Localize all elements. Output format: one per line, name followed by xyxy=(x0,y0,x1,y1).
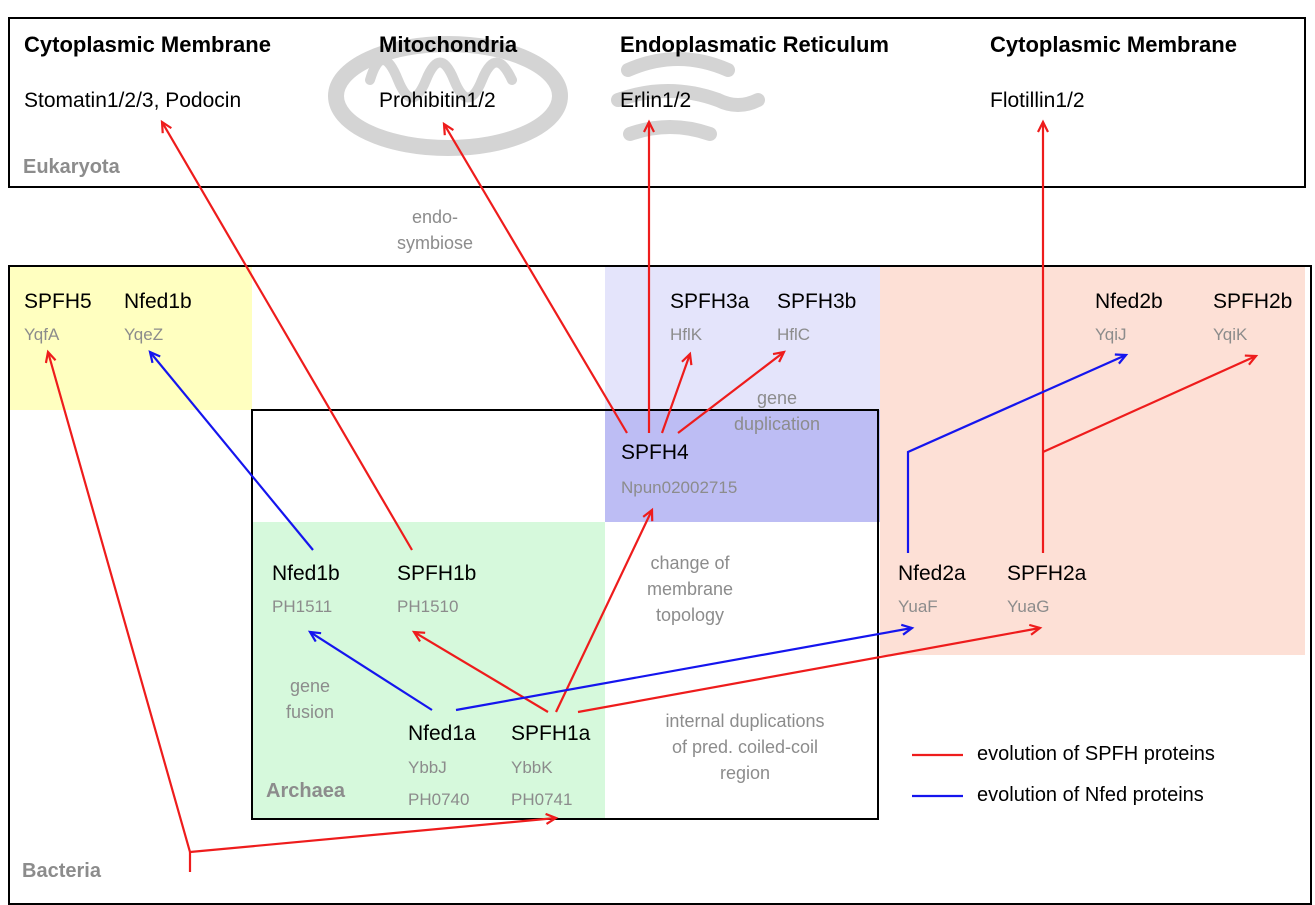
node-spfh2a: SPFH2a xyxy=(1007,562,1087,585)
annotation-change-topology: change of membrane topology xyxy=(620,550,760,628)
archaea-frame xyxy=(251,409,879,820)
edge-nfed1a-nfed1b-archaea xyxy=(307,630,433,711)
archaea-label: Archaea xyxy=(266,780,345,802)
legend-label-spfh: evolution of SPFH proteins xyxy=(977,743,1215,765)
node-spfh1a: SPFH1a xyxy=(511,722,591,745)
eukaryotic-proteins-3: Erlin1/2 xyxy=(620,89,692,112)
edge-spfh1b-stomatin xyxy=(160,119,413,551)
annotation-gene-fusion: gene fusion xyxy=(270,673,350,725)
node-spfh1b: SPFH1b xyxy=(397,562,477,585)
compartment-title-1: Cytoplasmic Membrane xyxy=(24,32,271,57)
bacteria-label: Bacteria xyxy=(22,860,101,882)
annotation-change-topology-line-3: topology xyxy=(655,605,725,625)
edge-spfh1a-spfh4 xyxy=(555,507,654,713)
salmon-region xyxy=(880,267,1305,655)
green-region xyxy=(252,522,605,819)
edge-root-spfh1a xyxy=(189,812,559,854)
eukaryota-label: Eukaryota xyxy=(23,156,120,178)
node-spfh2b-id: YqiK xyxy=(1213,325,1248,344)
edge-spfh4-spfh3a xyxy=(660,351,693,434)
node-spfh3a: SPFH3a xyxy=(670,290,750,313)
annotation-endosymbiose-line-2: symbiose xyxy=(396,233,474,253)
node-spfh1a-id-2: PH0741 xyxy=(511,790,573,809)
node-nfed1b-bacteria: Nfed1b xyxy=(124,290,192,313)
blue-region-dark xyxy=(605,410,880,522)
compartment-title-4: Cytoplasmic Membrane xyxy=(990,32,1237,57)
annotation-endosymbiose-line-1: endo- xyxy=(411,207,459,227)
node-spfh5: SPFH5 xyxy=(24,290,92,313)
node-spfh5-id: YqfA xyxy=(24,325,60,344)
node-spfh3b: SPFH3b xyxy=(777,290,857,313)
annotation-gene-duplication-line-1: gene xyxy=(756,388,798,408)
legend-label-nfed: evolution of Nfed proteins xyxy=(977,784,1204,806)
blue-region-light xyxy=(605,267,880,410)
node-nfed1a-id-2: PH0740 xyxy=(408,790,470,809)
annotation-change-topology-line-2: membrane xyxy=(646,579,734,599)
annotation-gene-duplication: gene duplication xyxy=(712,385,842,437)
annotation-internal-duplications: internal duplications of pred. coiled-co… xyxy=(630,708,860,786)
node-nfed2b: Nfed2b xyxy=(1095,290,1163,313)
annotation-gene-fusion-line-2: fusion xyxy=(285,702,335,722)
edge-spfh2a-spfh2b xyxy=(1042,354,1259,454)
node-spfh3b-id: HflC xyxy=(777,325,811,344)
edge-root-spfh5 xyxy=(44,349,192,854)
node-spfh4-id: Npun02002715 xyxy=(621,478,738,497)
eukaryotic-proteins-4: Flotillin1/2 xyxy=(990,89,1085,112)
node-spfh1b-id: PH1510 xyxy=(397,597,459,616)
edge-spfh4-spfh3b xyxy=(677,350,786,434)
edge-nfed1a-nfed2a xyxy=(455,623,915,712)
yellow-region xyxy=(10,267,252,410)
eukaryota-frame xyxy=(8,17,1306,188)
annotation-gene-duplication-line-2: duplication xyxy=(733,414,821,434)
edge-spfh1a-spfh2a xyxy=(577,623,1043,714)
node-nfed1b-archaea: Nfed1b xyxy=(272,562,340,585)
node-nfed1a: Nfed1a xyxy=(408,722,476,745)
edge-spfh1a-spfh1b xyxy=(411,630,549,713)
node-spfh1a-id-1: YbbK xyxy=(511,758,553,777)
compartment-title-2: Mitochondria xyxy=(379,32,518,57)
node-nfed2b-id: YqiJ xyxy=(1095,325,1127,344)
edge-spfh4-prohibitin xyxy=(442,121,628,434)
annotation-internal-duplications-line-1: internal duplications xyxy=(665,711,825,731)
eukaryotic-proteins-2: Prohibitin1/2 xyxy=(379,89,496,112)
node-spfh3a-id: HflK xyxy=(670,325,703,344)
annotation-endosymbiose: endo- symbiose xyxy=(370,204,500,256)
annotation-change-topology-line-1: change of xyxy=(650,553,730,573)
node-spfh4: SPFH4 xyxy=(621,441,689,464)
node-nfed2a: Nfed2a xyxy=(898,562,966,585)
node-nfed1b-archaea-id: PH1511 xyxy=(272,597,333,616)
annotation-internal-duplications-line-2: of pred. coiled-coil xyxy=(671,737,819,757)
edge-nfed2a-nfed2b xyxy=(906,353,1129,553)
node-spfh2b: SPFH2b xyxy=(1213,290,1293,313)
edge-nfed1b-archaea-nfed1b-bacteria xyxy=(148,350,314,551)
node-spfh2a-id: YuaG xyxy=(1007,597,1050,616)
node-nfed2a-id: YuaF xyxy=(898,597,938,616)
node-nfed1a-id-1: YbbJ xyxy=(408,758,447,777)
eukaryotic-proteins-1: Stomatin1/2/3, Podocin xyxy=(24,89,242,112)
annotation-gene-fusion-line-1: gene xyxy=(289,676,331,696)
annotation-internal-duplications-line-3: region xyxy=(719,763,771,783)
compartment-title-3: Endoplasmatic Reticulum xyxy=(620,32,889,57)
node-nfed1b-bacteria-id: YqeZ xyxy=(124,325,164,344)
